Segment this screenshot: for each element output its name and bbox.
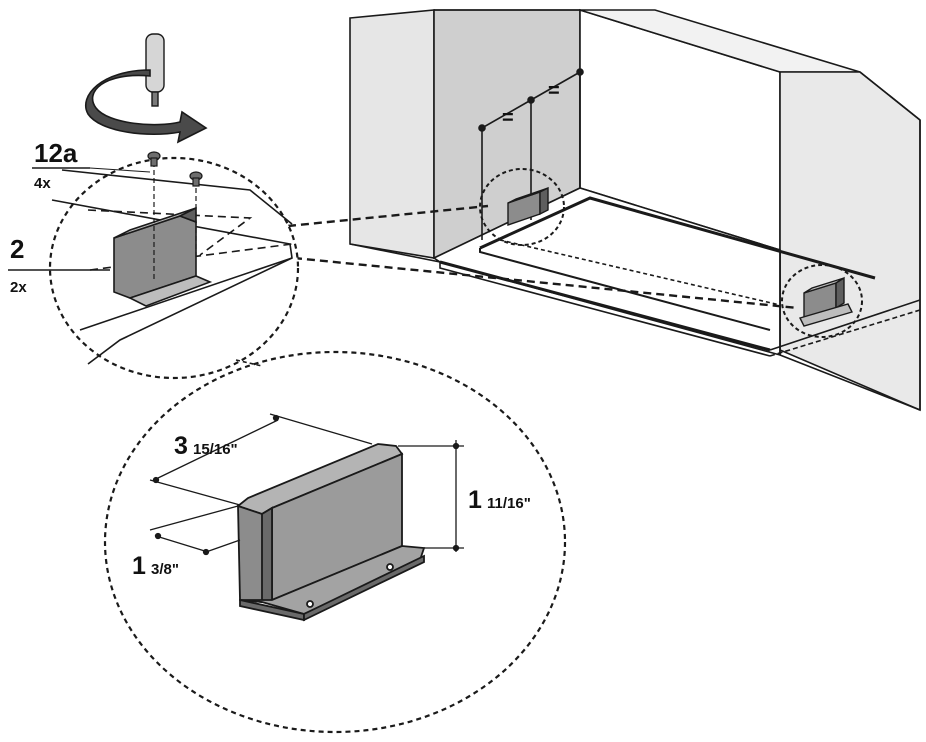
screw-part-12a [147,151,203,187]
bracket-part-2 [113,206,213,307]
length-dimension-fraction: 15/16" [193,441,238,458]
height-dimension-fraction: 11/16" [487,495,531,512]
bracket-large [236,443,426,622]
bracket-dimension-detail: 3 15/16" 1 11/16" 1 3/8" [103,350,567,734]
width-dimension-fraction: 3/8" [151,561,179,578]
detail-connector-lines [287,204,799,310]
spacing-mark-left: = [502,107,514,129]
width-dimension-whole: 1 [132,552,146,580]
height-dimension-whole: 1 [468,486,482,514]
cabinet-illustration [349,8,921,412]
rotate-arrow-icon [85,69,208,144]
detail-circle-connector [235,359,263,367]
cabinet-bracket-left [507,186,549,226]
mounting-detail [48,151,300,380]
cabinet-bracket-right [798,276,854,327]
screwdriver-icon [145,33,165,107]
bracket-quantity: 2x [10,279,27,296]
length-dimension-whole: 3 [174,432,188,460]
cabinet-detail-circles [479,168,863,338]
cabinet-right-wall [779,71,921,412]
screw-quantity: 4x [34,175,51,192]
bracket-part-number: 2 [10,234,24,264]
cabinet-left-wall [349,9,435,259]
spacing-mark-right: = [548,80,560,102]
screw-part-number: 12a [34,138,78,168]
